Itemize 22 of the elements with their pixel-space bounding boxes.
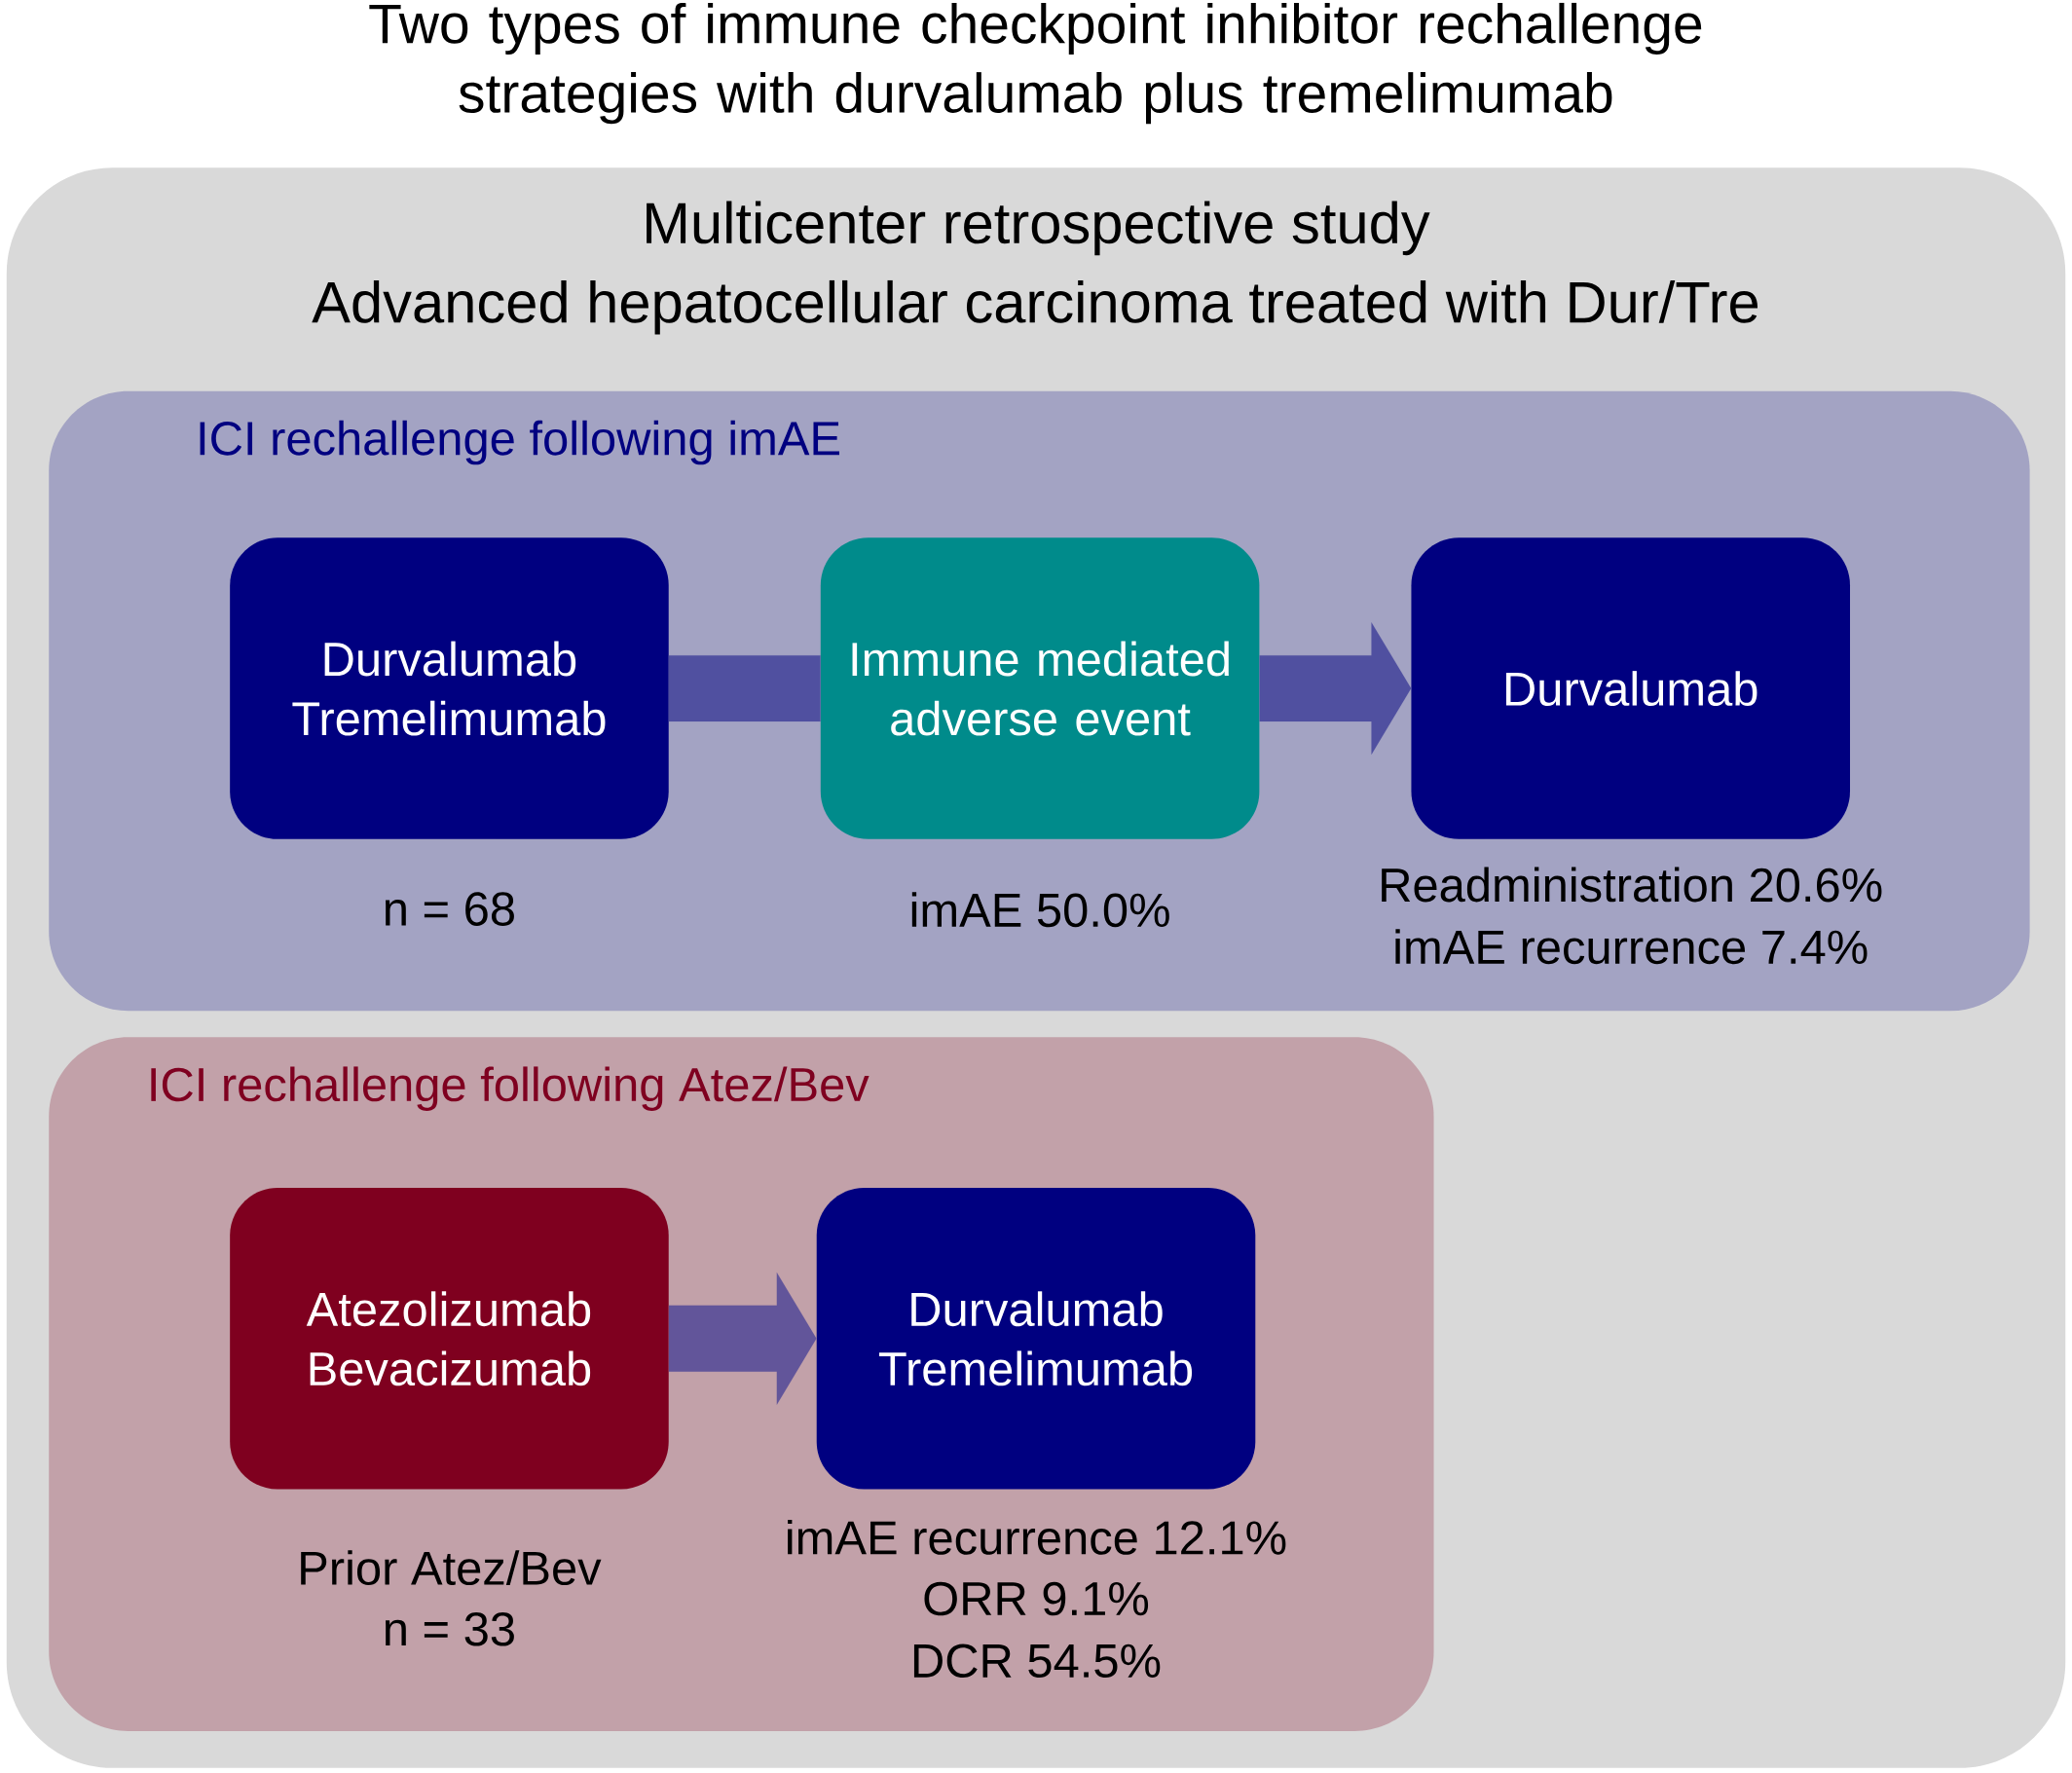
arrow — [668, 654, 821, 721]
result-text: imAE recurrence 7.4% — [1395, 929, 1868, 965]
title: Two types of immune checkpoint inhibitor rechallenge strategies with durvalumab plus tremelimumab — [369, 2, 1702, 125]
treatment-box: Atezolizumab Bevacizumab — [230, 1187, 669, 1490]
treatment-box: Immune mediated adverse event — [820, 537, 1260, 839]
group-heading: ICI rechallenge following imAE — [200, 420, 839, 465]
panel-heading: Multicenter retrospective study — [647, 201, 1430, 255]
treatment-box: Durvalumab Tremelimumab — [230, 537, 669, 839]
result-text: n = 33 — [386, 1611, 514, 1646]
result-text: Readministration 20.6% — [1382, 867, 1882, 903]
panel-heading: Advanced hepatocellular carcinoma treated with Dur/Tre — [312, 279, 1758, 335]
group-heading: ICI rechallenge following Atez/Bev — [151, 1066, 870, 1111]
arrow — [668, 1272, 817, 1405]
treatment-box: Durvalumab — [1411, 537, 1850, 839]
result-text: DCR 54.5% — [913, 1644, 1161, 1678]
result-text: Prior Atez/Bev — [301, 1550, 602, 1585]
result-text: imAE recurrence 12.1% — [788, 1519, 1286, 1555]
result-text: n = 68 — [386, 892, 514, 926]
result-text: ORR 9.1% — [924, 1581, 1149, 1616]
arrow — [1259, 622, 1412, 755]
result-text: imAE 50.0% — [911, 892, 1169, 928]
treatment-box: Durvalumab Tremelimumab — [816, 1187, 1256, 1490]
